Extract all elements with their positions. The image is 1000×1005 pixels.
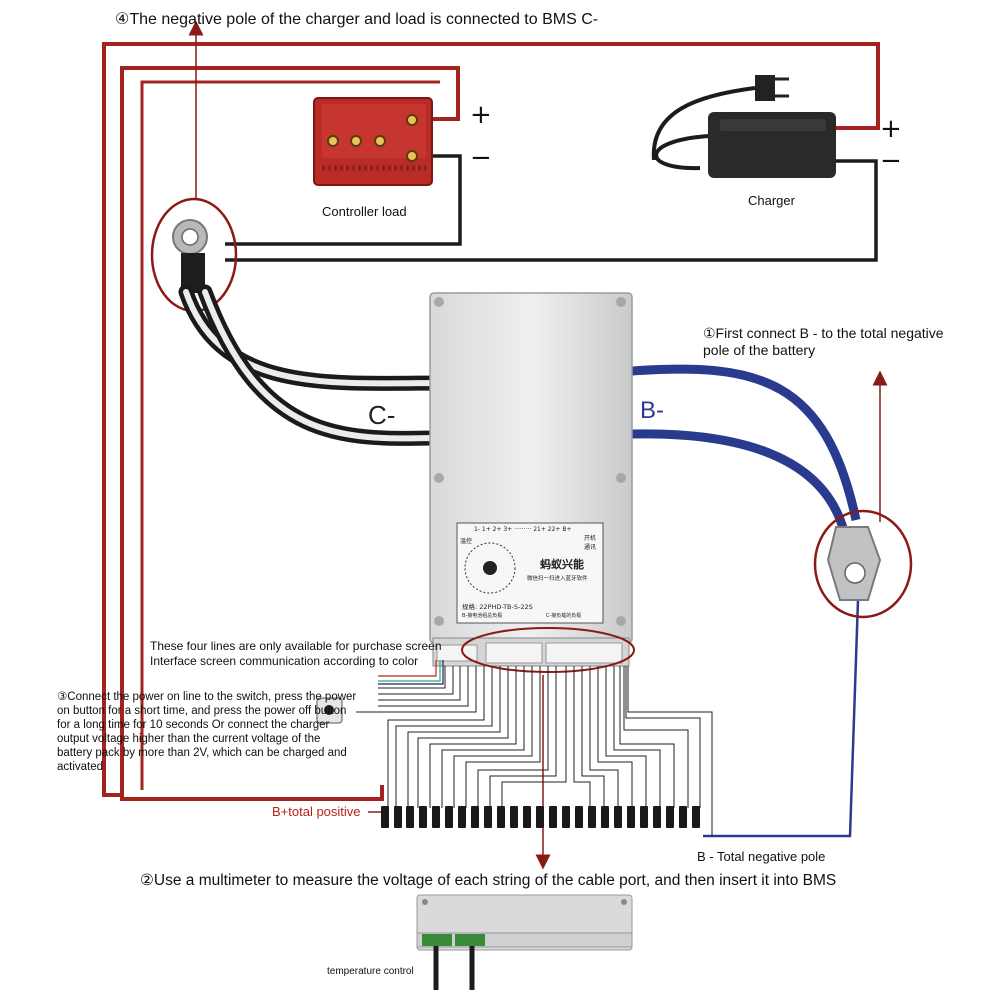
red-wire-inner: [140, 80, 440, 790]
c-minus-lug: [150, 197, 238, 313]
charger-plus: +: [880, 114, 902, 144]
c-minus-cables: [178, 284, 442, 446]
step3-note: ③Connect the power on line to the switch…: [57, 691, 357, 773]
controller-load: [313, 97, 433, 186]
b-negative-pole-label: B - Total negative pole: [697, 849, 826, 864]
comm-wires: [378, 660, 444, 685]
black-wire-negatives: [225, 154, 878, 262]
controller-label: Controller load: [322, 204, 407, 219]
plate-left-tag: 温控: [460, 538, 473, 545]
c-minus-label: C-: [368, 400, 396, 430]
title-step4: ④The negative pole of the charger and lo…: [115, 11, 599, 28]
red-wire-outer: [102, 42, 880, 801]
power-switch: [316, 697, 343, 724]
balance-wires: [356, 666, 713, 836]
comm-lines-note: These four lines are only available for …: [150, 639, 442, 668]
plate-scan-text: 微信扫一扫进入蓝牙软件: [527, 576, 588, 582]
controller-plus: +: [470, 100, 492, 130]
plate-top-row: 1- 1+ 2+ 3+ ········· 21+ 22+ B+: [474, 526, 572, 533]
plate-bottom-right: C-接负载的负极: [546, 613, 582, 619]
bms-board: [429, 292, 635, 673]
mini-bms: [416, 894, 633, 990]
annotation-arrows: [188, 20, 888, 870]
plate-model: 规格: 22PHD-TB-S-22S: [462, 603, 533, 611]
b-minus-label: B-: [640, 397, 664, 424]
plate-brand: 蚂蚁兴能: [540, 558, 584, 571]
b-minus-lug: [813, 509, 913, 619]
temperature-label: temperature control: [327, 966, 414, 977]
charger-minus: −: [880, 146, 902, 176]
charger-device: [651, 75, 836, 178]
plate-bottom-left: B-接电池组总负极: [462, 613, 503, 619]
b-minus-cables: [631, 364, 861, 838]
cell-connectors: [381, 806, 700, 828]
b-plus-label: B+total positive: [272, 804, 361, 819]
step2-note: ②Use a multimeter to measure the voltage…: [140, 872, 837, 889]
controller-minus: −: [470, 143, 492, 173]
plate-right-tag: 开机 通讯: [584, 535, 597, 551]
step1-note: ①First connect B - to the total negative…: [703, 325, 944, 358]
charger-label: Charger: [748, 193, 795, 208]
